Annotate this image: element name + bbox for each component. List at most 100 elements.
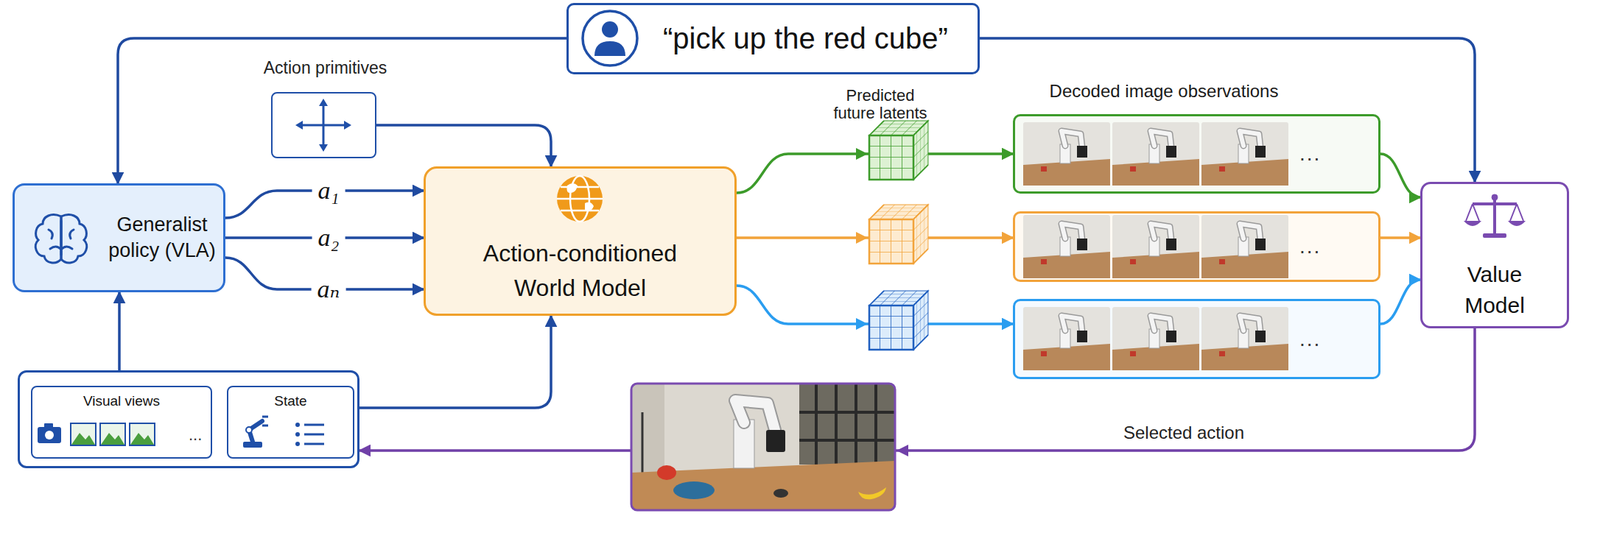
tile-mountain xyxy=(100,433,125,445)
scales-beam xyxy=(1472,202,1517,206)
arrow-tip xyxy=(855,148,868,160)
tile-mountain xyxy=(71,433,96,445)
image-panel: ... xyxy=(1012,211,1381,283)
policy-box: Generalist policy (VLA) xyxy=(12,183,226,293)
connector xyxy=(736,285,1013,325)
arrow-tip xyxy=(295,120,303,130)
scales-post xyxy=(1493,198,1497,235)
connector xyxy=(1380,153,1421,198)
photo-robot-arm xyxy=(735,400,775,431)
arrow-line xyxy=(322,104,325,146)
connector xyxy=(225,236,424,240)
icon-circle xyxy=(582,11,638,66)
photo-wall xyxy=(631,383,896,511)
brain-icon xyxy=(35,215,87,263)
arm-links xyxy=(248,421,263,442)
robot-arm-icon xyxy=(243,416,269,448)
image-tile xyxy=(129,423,155,446)
photo-wall-side xyxy=(631,383,665,511)
image-tile xyxy=(100,423,126,446)
observation-box: Visual views... State xyxy=(17,370,360,469)
node-text: ... xyxy=(188,425,202,445)
camera-body xyxy=(37,427,62,444)
photo-banana xyxy=(858,487,887,500)
node-text: ... xyxy=(1299,142,1321,166)
photo-gripper xyxy=(766,430,786,453)
photo-object xyxy=(773,489,789,498)
arrow-line xyxy=(301,124,346,127)
scales-top xyxy=(1491,194,1498,201)
image-tile xyxy=(70,423,96,446)
list-icon xyxy=(295,422,325,447)
photo-bowl xyxy=(673,481,715,500)
photo-frame xyxy=(631,383,896,511)
connector xyxy=(117,292,121,371)
connector xyxy=(736,153,1013,194)
arrow-tip xyxy=(344,120,352,130)
connector xyxy=(1380,236,1421,240)
brain-folds xyxy=(48,220,74,255)
camera-lens xyxy=(44,430,54,440)
state-box: State xyxy=(226,386,355,459)
image-panel: ... xyxy=(1012,299,1381,380)
photo-robot-arm-outline xyxy=(735,400,775,431)
views-box: Visual views... xyxy=(30,386,213,459)
photo-robot-base xyxy=(733,419,755,469)
brain-lobe xyxy=(61,215,87,263)
photo-pepper xyxy=(657,465,677,481)
scales-pans xyxy=(1463,220,1526,227)
icon-body xyxy=(594,41,626,56)
connector xyxy=(736,236,1013,240)
person-icon xyxy=(582,11,638,66)
arrow-tip xyxy=(855,232,868,244)
camera-top xyxy=(44,423,54,428)
connector xyxy=(225,190,424,219)
arm-joint xyxy=(246,427,252,434)
annotation-label: Predicted future latents xyxy=(825,86,936,123)
node-text: Action primitives xyxy=(220,58,430,79)
node-text: Generalist policy (VLA) xyxy=(101,212,223,264)
scales-icon xyxy=(1463,194,1526,238)
node-text: State xyxy=(228,387,353,410)
node-text: Visual views xyxy=(32,387,211,410)
photo-stand xyxy=(641,412,644,476)
connector xyxy=(117,38,567,184)
node-text: ... xyxy=(1299,327,1321,352)
action-primitives-box: Action primitives xyxy=(271,92,377,159)
arrow-tip xyxy=(318,144,328,152)
list-lines xyxy=(304,425,325,445)
arm-base xyxy=(243,441,263,448)
node-text: “pick up the red cube” xyxy=(662,22,949,56)
tile-mountain xyxy=(130,433,154,445)
node-text: Action-conditioned World Model xyxy=(469,236,691,306)
arrow-tip xyxy=(318,98,328,107)
connector xyxy=(376,125,552,167)
icon-head xyxy=(601,21,619,38)
connector xyxy=(1380,279,1421,325)
cross-arrows-icon xyxy=(295,98,352,152)
edge-label: Selected action xyxy=(1123,422,1245,444)
node-text: ... xyxy=(1299,234,1321,259)
globe-land xyxy=(567,183,595,212)
image-tile-icons xyxy=(70,423,155,446)
arrow-tip xyxy=(855,318,868,331)
latent-cube xyxy=(855,204,929,264)
brain-lobe xyxy=(35,215,62,263)
annotation-label: Decoded image observations xyxy=(1009,81,1319,102)
globe-icon xyxy=(556,176,603,222)
arrow-tip xyxy=(896,444,909,457)
connector xyxy=(225,257,424,290)
image-thumbnails xyxy=(1023,122,1289,371)
scales-base xyxy=(1482,233,1507,238)
photo-table xyxy=(631,461,896,511)
camera-icon xyxy=(37,423,62,444)
instruction-box: “pick up the red cube” xyxy=(566,2,980,75)
value-model-box: Value Model xyxy=(1420,181,1570,329)
node-text: Value Model xyxy=(1446,259,1543,322)
arm-gripper xyxy=(262,416,269,426)
globe-meridian xyxy=(570,176,590,222)
globe-parallels xyxy=(556,187,603,211)
connector xyxy=(359,316,552,409)
robot-photo xyxy=(631,383,909,511)
